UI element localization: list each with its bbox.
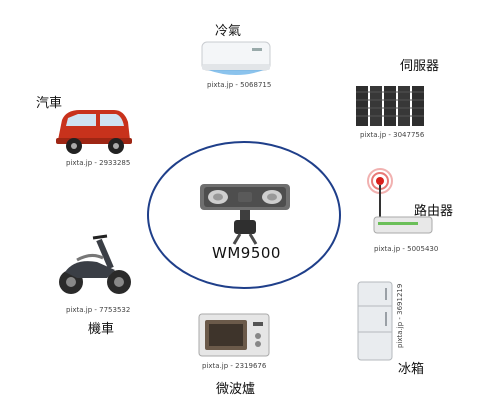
router-label: 路由器 [414,204,454,219]
ac-label: 冷氣 [215,24,242,39]
router-credit: pixta.jp - 5005430 [374,245,439,253]
ac-credit: pixta.jp - 5068715 [207,81,272,89]
fridge-image [357,281,393,361]
car-label: 汽車 [36,96,63,111]
server-label: 伺服器 [400,59,440,74]
wm9500-device-image [200,184,290,245]
car-credit: pixta.jp - 2933285 [66,159,131,167]
microwave-credit: pixta.jp - 2319676 [202,362,267,370]
center-device-label: WM9500 [212,244,281,262]
car-image [56,110,132,154]
center-ring [147,141,341,289]
server-rack-image [356,86,424,126]
scooter-image [59,234,131,294]
server-credit: pixta.jp - 3047756 [360,131,425,139]
air-conditioner-image [201,41,271,75]
scooter-label: 機車 [88,322,115,337]
fridge-label: 冰箱 [398,362,425,377]
microwave-label: 微波爐 [216,382,256,397]
router-image [367,168,433,234]
scooter-credit: pixta.jp - 7753532 [66,306,131,314]
microwave-image [198,313,270,357]
fridge-credit: pixta.jp - 3691219 [396,283,404,348]
